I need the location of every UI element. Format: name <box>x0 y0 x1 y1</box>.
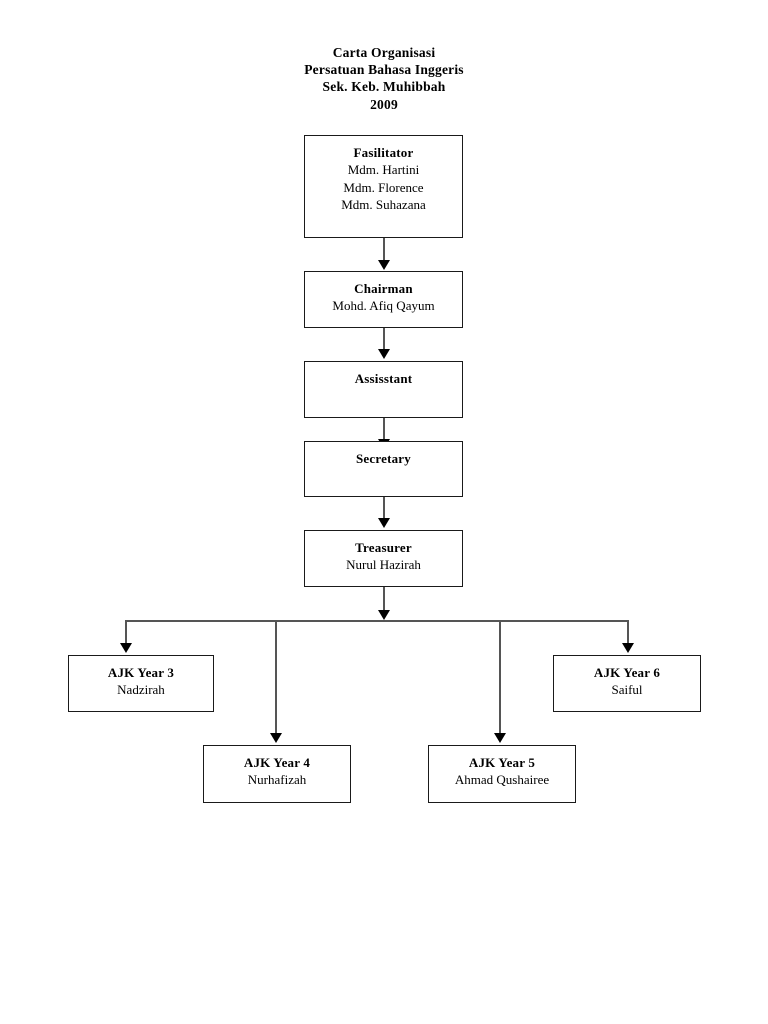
node-role-label: Secretary <box>356 451 411 466</box>
arrowhead-treasurer-bus <box>377 610 390 620</box>
node-person-label: Mdm. Suhazana <box>341 197 426 212</box>
node-role-label: Treasurer <box>355 540 412 555</box>
node-person-label: Mdm. Florence <box>343 179 424 195</box>
arrowhead-ajk-year-3 <box>119 643 132 653</box>
node-role-label: Fasilitator <box>353 145 414 160</box>
node-person-label: Nurul Hazirah <box>346 557 421 572</box>
chart-title-line-3: Sek. Keb. Muhibbah <box>322 79 446 95</box>
connector-bus-ajk-year-5 <box>499 620 501 735</box>
node-role-label: Chairman <box>354 281 413 296</box>
chart-title-line-2: Persatuan Bahasa Inggeris <box>304 62 464 78</box>
node-role-label: Assisstant <box>354 371 413 386</box>
connector-chairman-assisstant <box>383 328 385 351</box>
node-person-label: Nadzirah <box>117 682 165 697</box>
arrowhead-treasurer <box>377 518 390 528</box>
connector-fasilitator-chairman <box>383 238 385 262</box>
arrowhead-ajk-year-5 <box>493 733 506 743</box>
arrowhead-chairman <box>377 260 390 270</box>
node-treasurer[interactable]: Treasurer Nurul Hazirah <box>304 530 463 587</box>
connector-bus-ajk-year-6 <box>627 620 629 645</box>
chart-title-line-4: 2009 <box>370 96 398 112</box>
node-ajk-year-5[interactable]: AJK Year 5 Ahmad Qushairee <box>428 745 576 803</box>
node-person-label: Ahmad Qushairee <box>454 772 550 787</box>
node-role-label: AJK Year 4 <box>243 755 311 770</box>
node-person-label: Saiful <box>611 682 643 697</box>
node-fasilitator[interactable]: Fasilitator Mdm. Hartini Mdm. Florence M… <box>304 135 463 238</box>
node-role-label: AJK Year 6 <box>593 665 661 680</box>
node-secretary[interactable]: Secretary <box>304 441 463 497</box>
node-person-label: Mohd. Afiq Qayum <box>332 298 435 313</box>
connector-secretary-treasurer <box>383 497 385 520</box>
chart-title-line-1: Carta Organisasi <box>332 45 436 60</box>
connector-assisstant-secretary <box>383 418 385 441</box>
node-role-label: AJK Year 3 <box>107 665 175 680</box>
node-ajk-year-4[interactable]: AJK Year 4 Nurhafizah <box>203 745 351 803</box>
node-role-label: AJK Year 5 <box>468 755 536 770</box>
node-ajk-year-6[interactable]: AJK Year 6 Saiful <box>553 655 701 712</box>
chart-title: Carta Organisasi Persatuan Bahasa Ingger… <box>0 44 768 113</box>
node-person-label: Mdm. Hartini <box>347 162 420 177</box>
node-ajk-year-3[interactable]: AJK Year 3 Nadzirah <box>68 655 214 712</box>
arrowhead-ajk-year-6 <box>621 643 634 653</box>
connector-bus-ajk-year-4 <box>275 620 277 735</box>
node-assisstant[interactable]: Assisstant <box>304 361 463 418</box>
connector-treasurer-stem <box>383 587 385 613</box>
node-chairman[interactable]: Chairman Mohd. Afiq Qayum <box>304 271 463 328</box>
connector-ajk-bus <box>125 620 629 622</box>
arrowhead-ajk-year-4 <box>269 733 282 743</box>
connector-bus-ajk-year-3 <box>125 620 127 645</box>
arrowhead-assisstant <box>377 349 390 359</box>
node-person-label: Nurhafizah <box>247 772 307 787</box>
